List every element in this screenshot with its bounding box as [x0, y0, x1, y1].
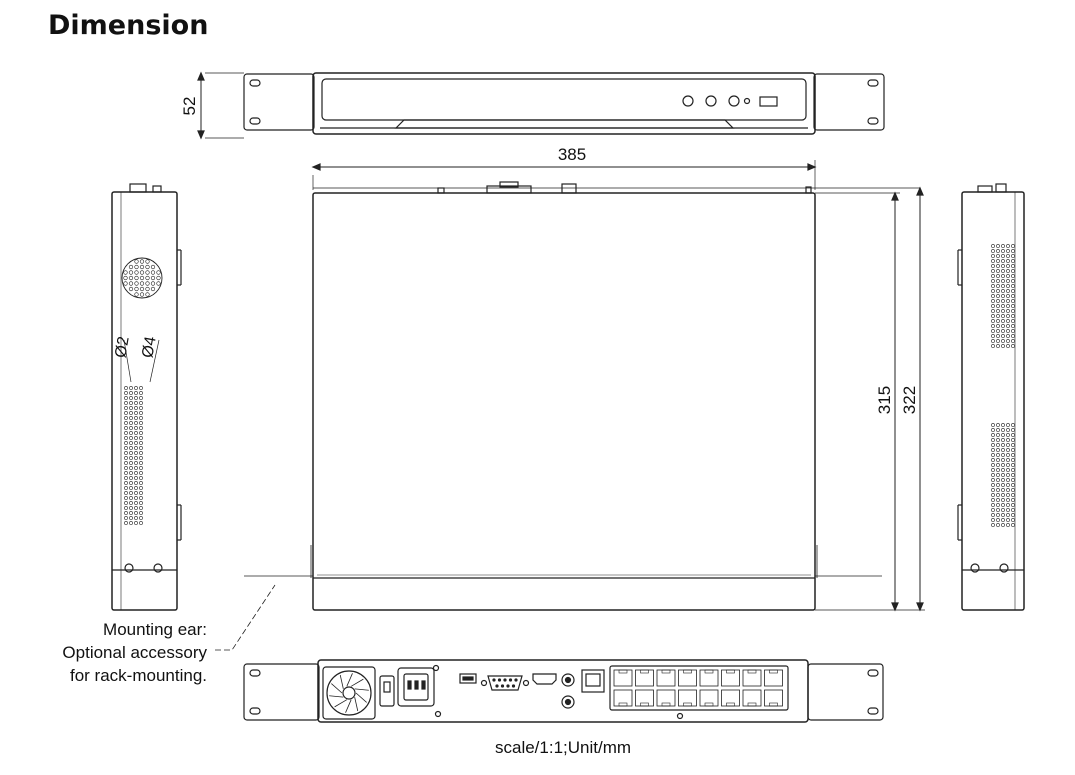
fan-icon — [326, 670, 372, 716]
fan-vent-icon — [121, 257, 163, 299]
callout-line: Optional accessory — [62, 643, 207, 662]
front-right-ear — [813, 73, 885, 131]
power-switch-icon — [379, 675, 395, 707]
front-panel — [312, 72, 816, 135]
depth-total-dimension-label: 322 — [900, 386, 919, 414]
poe-port-block — [609, 665, 789, 711]
status-led-icon — [728, 95, 740, 107]
front-view — [197, 71, 885, 140]
right-side-view — [957, 183, 1025, 611]
top-view — [244, 160, 925, 612]
scale-note: scale/1:1;Unit/mm — [495, 738, 632, 757]
usb-port-icon — [759, 96, 778, 107]
mounting-ear-callout: Mounting ear: Optional accessory for rac… — [62, 618, 207, 687]
hole-large-label: Ø4 — [139, 335, 159, 359]
hdmi-port-icon — [532, 673, 557, 685]
rear-panel — [317, 659, 809, 723]
mounting-ear-leader-line — [215, 584, 276, 651]
page-title: Dimension — [48, 10, 209, 41]
left-side-view — [111, 183, 182, 611]
rear-view — [243, 659, 884, 723]
status-led-icon — [705, 95, 717, 107]
hole-small-label: Ø2 — [112, 335, 132, 359]
callout-line: Mounting ear: — [103, 620, 207, 639]
usb-port-icon — [459, 673, 477, 684]
audio-port-icon — [561, 695, 575, 709]
lan-port-icon — [581, 669, 605, 693]
top-panel — [312, 192, 816, 611]
audio-port-icon — [561, 673, 575, 687]
vga-port-icon — [487, 675, 523, 691]
height-dimension-label: 52 — [180, 97, 199, 116]
callout-line: for rack-mounting. — [70, 666, 207, 685]
depth-body-dimension-label: 315 — [875, 386, 894, 414]
width-dimension-label: 385 — [558, 145, 586, 164]
power-inlet-icon — [397, 667, 435, 707]
front-left-ear — [243, 73, 315, 131]
power-button-icon — [682, 95, 694, 107]
